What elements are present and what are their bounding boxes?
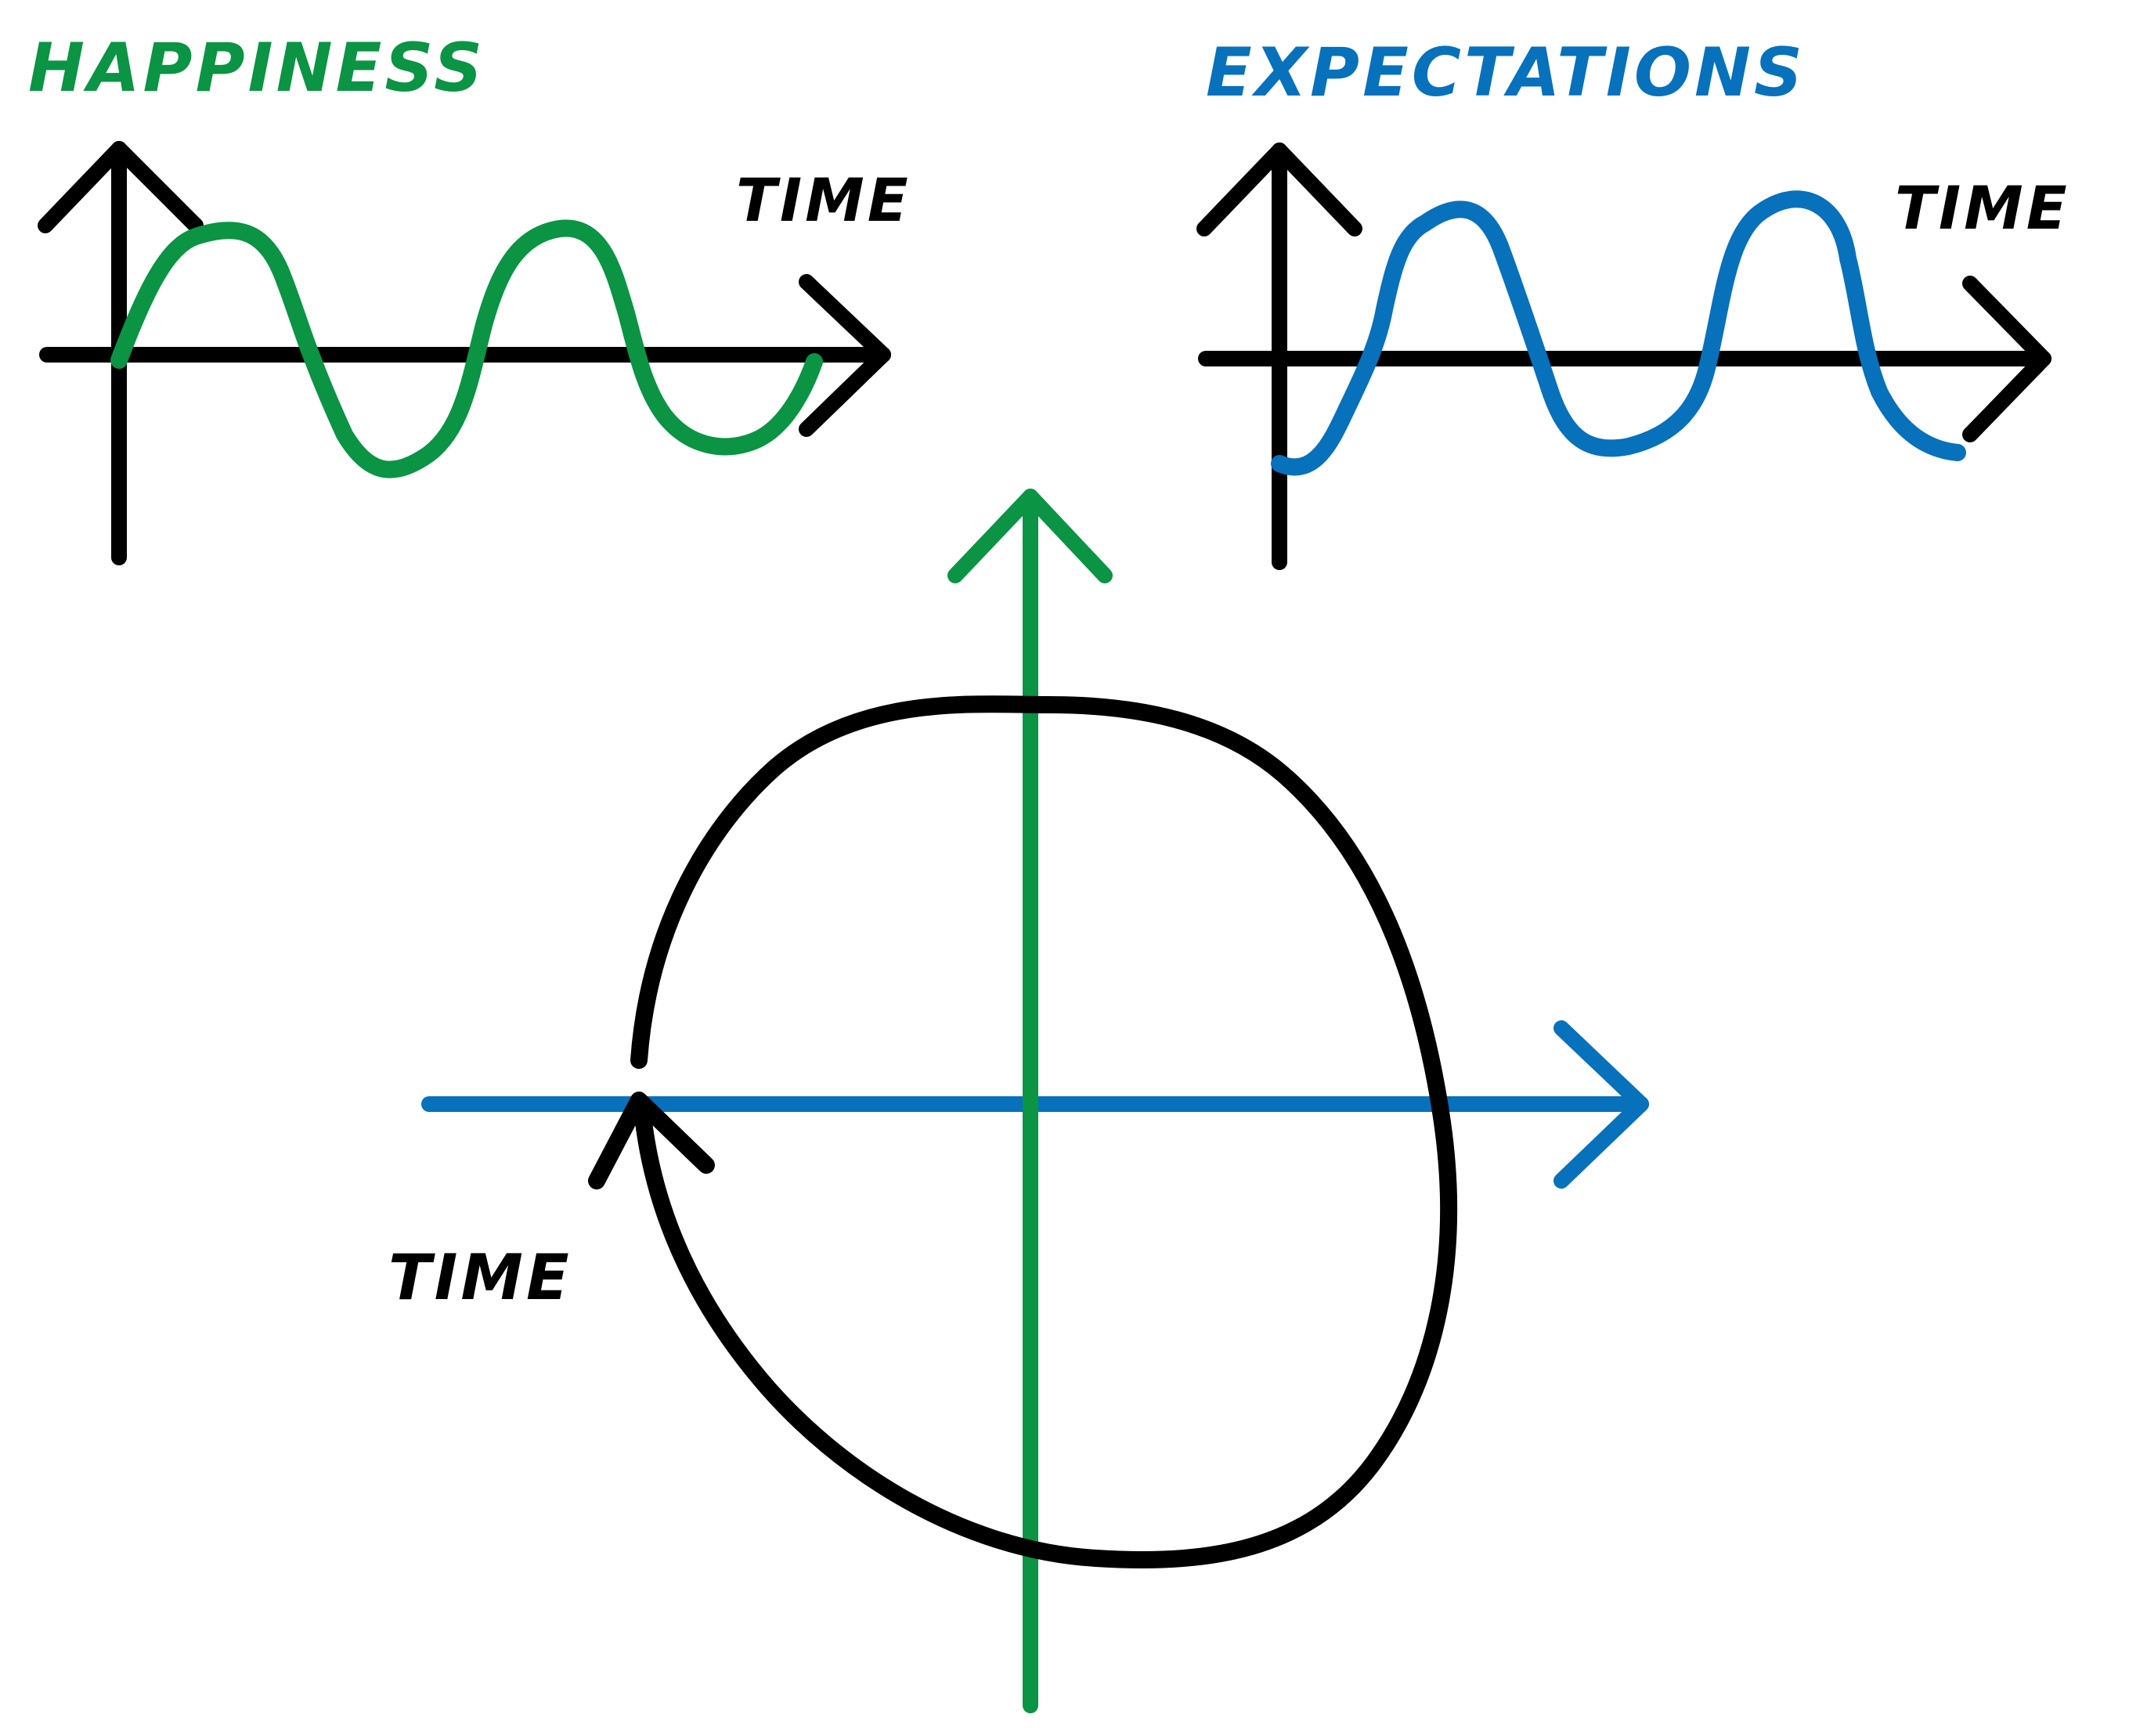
expectations-time-label: TIME — [1895, 173, 2070, 243]
expectations-axes — [1196, 143, 2051, 570]
time-cycle-loop — [630, 695, 1458, 1568]
expectations-x-arrowhead-icon — [1962, 276, 2051, 442]
combined-happiness-arrowhead-icon — [947, 489, 1113, 583]
expectations-title: EXPECTATIONS — [1206, 34, 1806, 112]
cycle-time-label: TIME — [388, 1241, 572, 1314]
happiness-x-arrowhead-icon — [799, 274, 891, 437]
happiness-curve — [110, 219, 823, 478]
expectations-curve — [1271, 190, 1966, 476]
happiness-y-arrowhead-icon — [38, 141, 204, 233]
happiness-title: HAPPINESS — [28, 29, 486, 107]
combined-expectations-arrowhead-icon — [1553, 1020, 1649, 1189]
expectations-y-arrowhead-icon — [1196, 143, 1362, 236]
happiness-time-label: TIME — [736, 165, 911, 235]
time-cycle-arrowhead-icon — [588, 1092, 715, 1189]
